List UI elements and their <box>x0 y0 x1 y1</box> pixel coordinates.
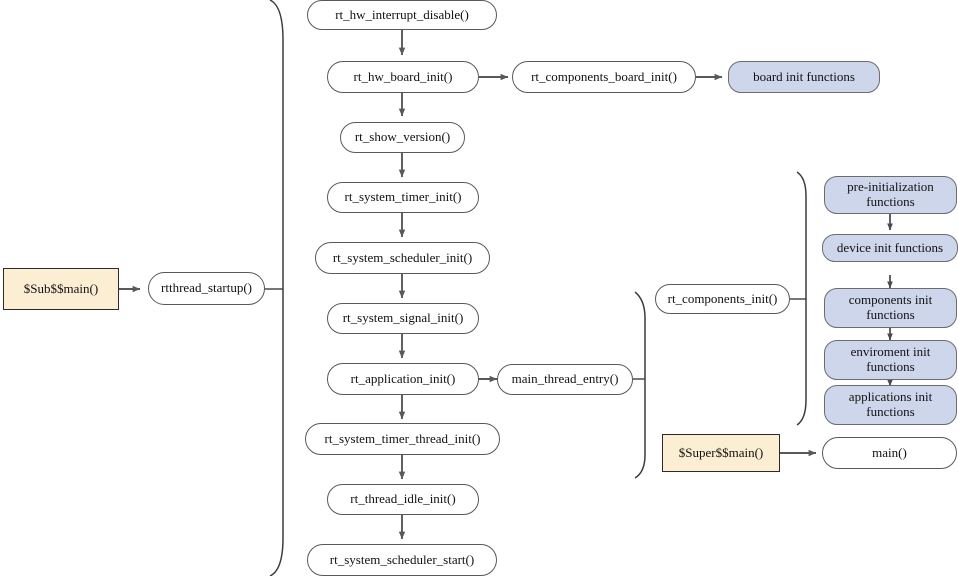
node-rt-system-timer-thread-init[interactable]: rt_system_timer_thread_init() <box>305 423 500 455</box>
node-main[interactable]: main() <box>822 437 957 469</box>
node-rt-system-scheduler-init[interactable]: rt_system_scheduler_init() <box>315 242 490 274</box>
node-rt-system-signal-init[interactable]: rt_system_signal_init() <box>327 303 479 334</box>
node-components-init-functions[interactable]: components init functions <box>824 288 957 328</box>
node-device-init-functions[interactable]: device init functions <box>822 234 958 262</box>
node-rt-system-scheduler-start[interactable]: rt_system_scheduler_start() <box>307 544 497 576</box>
node-rt-application-init[interactable]: rt_application_init() <box>327 363 479 395</box>
node-rt-thread-idle-init[interactable]: rt_thread_idle_init() <box>327 484 479 515</box>
node-rt-hw-interrupt-disable[interactable]: rt_hw_interrupt_disable() <box>307 0 497 30</box>
node-rt-components-init[interactable]: rt_components_init() <box>655 284 790 314</box>
node-rt-hw-board-init[interactable]: rt_hw_board_init() <box>327 61 479 93</box>
node-rt-components-board-init[interactable]: rt_components_board_init() <box>512 61 696 93</box>
node-rtthread-startup[interactable]: rtthread_startup() <box>148 272 265 305</box>
node-enviroment-init-functions[interactable]: enviroment init functions <box>824 340 957 380</box>
node-main-thread-entry[interactable]: main_thread_entry() <box>497 364 633 395</box>
node-rt-system-timer-init[interactable]: rt_system_timer_init() <box>327 182 479 213</box>
node-applications-init-functions[interactable]: applications init functions <box>824 385 957 425</box>
node-super-main[interactable]: $Super$$main() <box>662 434 780 472</box>
node-board-init-functions[interactable]: board init functions <box>728 61 880 93</box>
node-sub-main[interactable]: $Sub$$main() <box>3 268 119 310</box>
node-rt-show-version[interactable]: rt_show_version() <box>340 122 465 153</box>
node-pre-initialization-functions[interactable]: pre-initialization functions <box>824 176 957 214</box>
